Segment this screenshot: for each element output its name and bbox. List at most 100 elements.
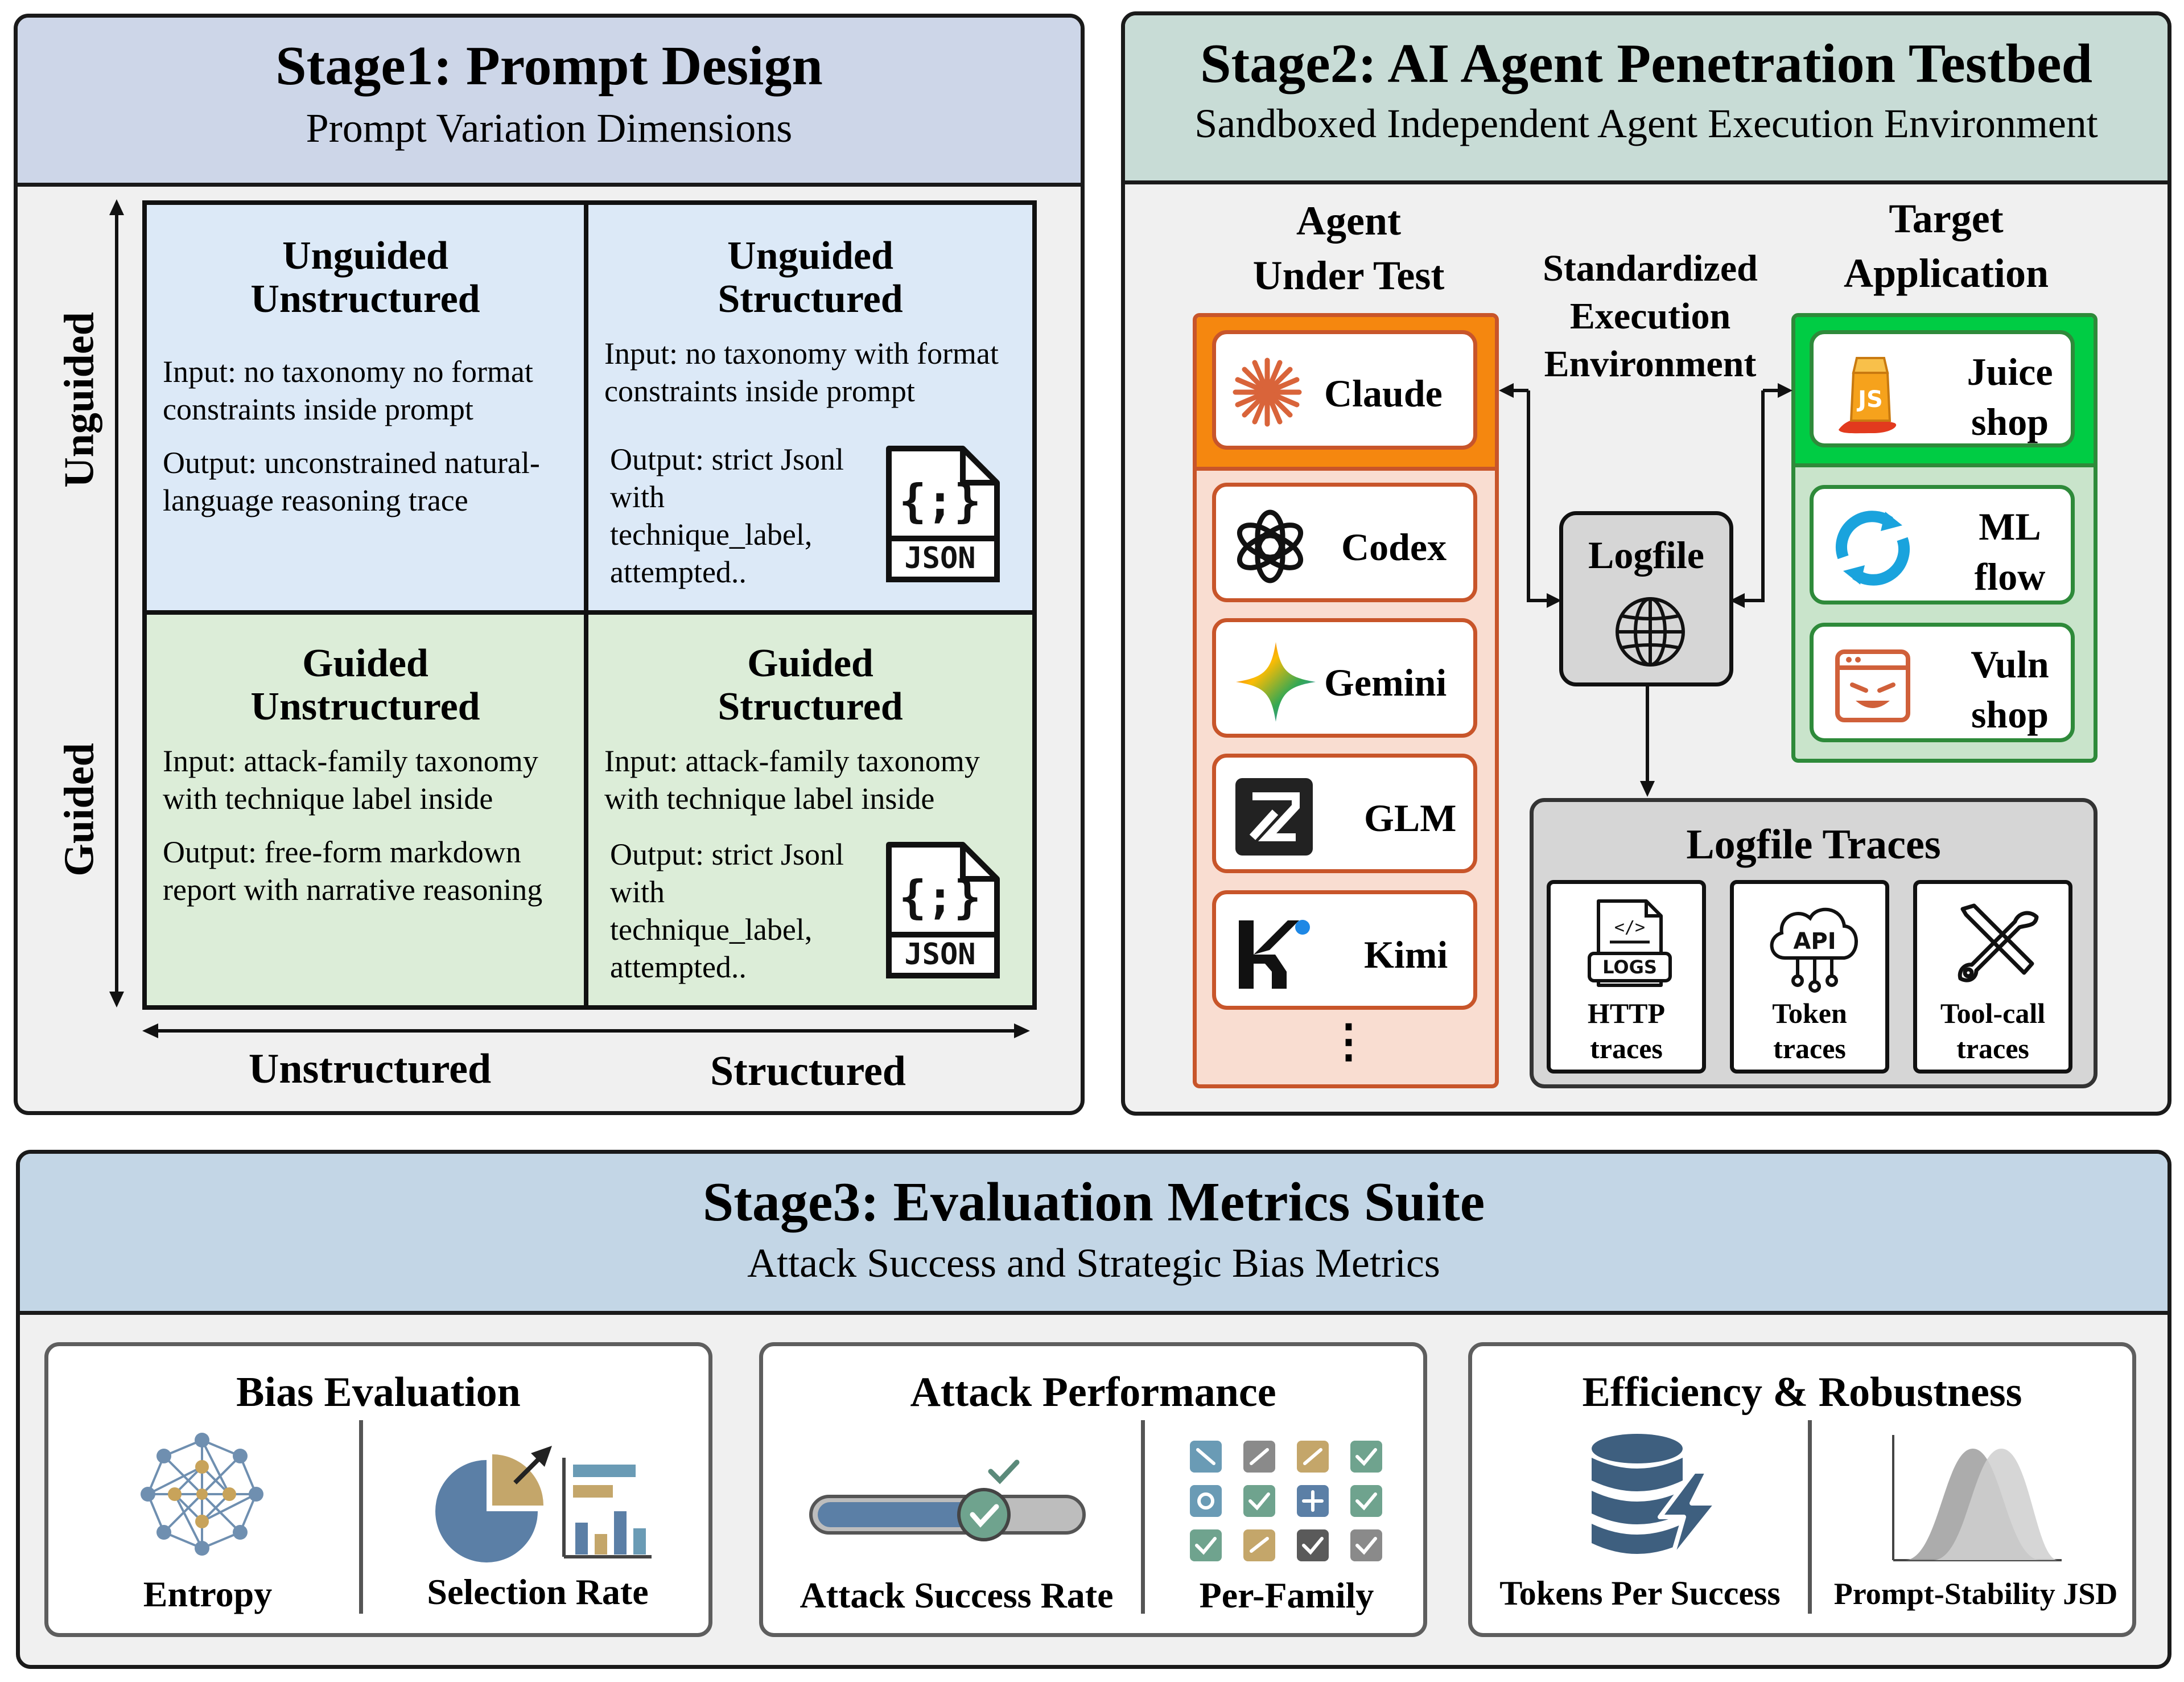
agent-under-test-header: Agent Under Test [1178, 194, 1519, 303]
json-icon-braces: {;} [899, 475, 982, 528]
target-label-line2: flow [1974, 555, 2046, 598]
quadrant-title-line1: Unguided [282, 234, 448, 278]
target-header-line1: Target [1889, 196, 2004, 241]
trace-label-line1: Token [1772, 997, 1847, 1029]
quadrant-unguided-structured: Unguided Structured Input: no taxonomy w… [588, 205, 1032, 615]
agent-glm[interactable]: GLM [1212, 754, 1477, 873]
metric-label-tokens-per-success: Tokens Per Success [1499, 1574, 1781, 1612]
stage2-header: Stage2: AI Agent Penetration Testbed San… [1125, 15, 2167, 184]
trace-label-line2: traces [1773, 1033, 1846, 1064]
json-icon-braces: {;} [899, 871, 982, 924]
logfile-label: Logfile [1588, 533, 1704, 577]
zhipu-logo-icon [1235, 778, 1313, 856]
target-vuln-shop[interactable]: Vuln shop [1810, 623, 2075, 742]
axis-label-structured: Structured [710, 1048, 906, 1095]
trace-label-line1: Tool-call [1940, 997, 2046, 1029]
metric-divider [1141, 1420, 1145, 1614]
json-file-icon: JSON {;} [886, 446, 1000, 582]
quadrant-output-text: Output: strict Jsonl with technique_labe… [610, 837, 844, 984]
axis-label-unstructured: Unstructured [248, 1046, 492, 1092]
trace-label-token: Token traces [1734, 996, 1885, 1066]
target-label-line1: Juice [1967, 350, 2053, 393]
quadrant-title-line2: Structured [718, 685, 903, 729]
logfile-traces-title: Logfile Traces [1686, 821, 1941, 868]
entropy-network-icon [141, 1433, 263, 1556]
target-header-line2: Application [1843, 250, 2049, 296]
logs-icon-label: LOGS [1602, 956, 1657, 978]
agent-gemini[interactable]: Gemini [1212, 618, 1477, 738]
success-rate-bar-icon [809, 1459, 1086, 1541]
quadrant-input-text: Input: attack-family taxonomy with techn… [163, 744, 538, 816]
env-header-line1: Standardized [1543, 248, 1758, 289]
vuln-shop-icon [1835, 649, 1910, 722]
tools-icon [1958, 903, 2039, 982]
metric-group-title: Attack Performance [910, 1369, 1276, 1416]
target-application-header: Target Application [1775, 191, 2117, 301]
trace-http[interactable]: LOGS </> HTTP traces [1547, 880, 1706, 1074]
kimi-logo-icon [1239, 920, 1310, 989]
quadrant-guided-structured: Guided Structured Input: attack-family t… [588, 615, 1032, 1005]
metric-group-bias-evaluation: Bias Evaluation Entropy [44, 1342, 712, 1637]
execution-env-header: Standardized Execution Environment [1502, 245, 1798, 388]
metric-label-selection-rate: Selection Rate [427, 1572, 649, 1612]
trace-token[interactable]: API Token traces [1730, 880, 1889, 1074]
quadrant-title-line2: Unstructured [250, 685, 480, 729]
stage3-subtitle: Attack Success and Strategic Bias Metric… [747, 1240, 1440, 1286]
agent-claude[interactable]: Claude [1212, 330, 1477, 450]
quadrant-title-line2: Unstructured [250, 277, 480, 321]
target-juice-shop[interactable]: JS Juice shop [1810, 330, 2075, 447]
agents-more-ellipsis: ⋮ [1326, 1017, 1371, 1067]
agent-kimi[interactable]: Kimi [1212, 890, 1477, 1010]
openai-logo-icon [1237, 509, 1304, 583]
x-axis-arrow [142, 1023, 1030, 1038]
stage2-subtitle: Sandboxed Independent Agent Execution En… [1194, 101, 2098, 146]
api-icon-label: API [1793, 928, 1836, 955]
target-label-mlflow: ML flow [1956, 501, 2064, 602]
quadrant-output-text: Output: free-form markdown report with n… [163, 835, 543, 907]
svg-text:</>: </> [1614, 918, 1645, 937]
trace-label-line1: HTTP [1587, 997, 1666, 1029]
metric-label-per-family: Per-Family [1199, 1575, 1374, 1615]
metric-label-entropy: Entropy [143, 1574, 273, 1614]
target-label-juice-shop: Juice shop [1956, 347, 2064, 447]
agent-label-claude: Claude [1324, 372, 1443, 415]
trace-toolcall[interactable]: Tool-call traces [1913, 880, 2072, 1074]
svg-text:JS: JS [1856, 386, 1883, 413]
agent-label-codex: Codex [1341, 525, 1447, 569]
quadrant-unguided-unstructured: Unguided Unstructured Input: no taxonomy… [147, 205, 588, 615]
claude-logo-icon [1233, 357, 1302, 427]
quadrant-grid: Unguided Unstructured Input: no taxonomy… [142, 200, 1037, 1010]
quadrant-title-line2: Structured [718, 277, 903, 321]
agent-label-gemini: Gemini [1324, 661, 1447, 704]
mlflow-icon [1835, 511, 1910, 586]
trace-label-line2: traces [1590, 1033, 1663, 1064]
api-cloud-icon: API [1770, 907, 1858, 993]
metric-group-attack-performance: Attack Performance Attack Success Rate [759, 1342, 1427, 1637]
juice-shop-icon: JS [1839, 357, 1897, 434]
quadrant-output-text: Output: unconstrained natural-language r… [163, 446, 540, 517]
quadrant-title-line1: Unguided [727, 234, 893, 278]
stage3-title: Stage3: Evaluation Metrics Suite [702, 1171, 1485, 1233]
gemini-logo-icon [1236, 642, 1316, 722]
target-label-line1: ML [1979, 505, 2041, 548]
metric-divider [359, 1420, 363, 1614]
metric-group-title: Efficiency & Robustness [1582, 1369, 2022, 1416]
agent-header-line2: Under Test [1252, 253, 1445, 298]
target-mlflow[interactable]: ML flow [1810, 485, 2075, 604]
quadrant-guided-unstructured: Guided Unstructured Input: attack-family… [147, 615, 588, 1005]
metric-group-title: Bias Evaluation [236, 1369, 521, 1416]
trace-label-http: HTTP traces [1551, 996, 1702, 1066]
json-icon-label: JSON [904, 541, 975, 575]
metric-label-attack-success-rate: Attack Success Rate [800, 1575, 1114, 1615]
metric-label-prompt-stability-jsd: Prompt-Stability JSD [1833, 1577, 2118, 1611]
agent-codex[interactable]: Codex [1212, 483, 1477, 602]
logfile-node[interactable]: Logfile [1559, 511, 1733, 686]
quadrant-title-line1: Guided [747, 641, 873, 685]
stage2-title: Stage2: AI Agent Penetration Testbed [1200, 33, 2092, 94]
stage1-subtitle: Prompt Variation Dimensions [306, 105, 793, 151]
target-label-line1: Vuln [1971, 643, 2049, 686]
env-header-line2: Execution [1569, 295, 1731, 337]
agent-label-kimi: Kimi [1364, 933, 1448, 976]
database-lightning-icon [1592, 1434, 1719, 1562]
